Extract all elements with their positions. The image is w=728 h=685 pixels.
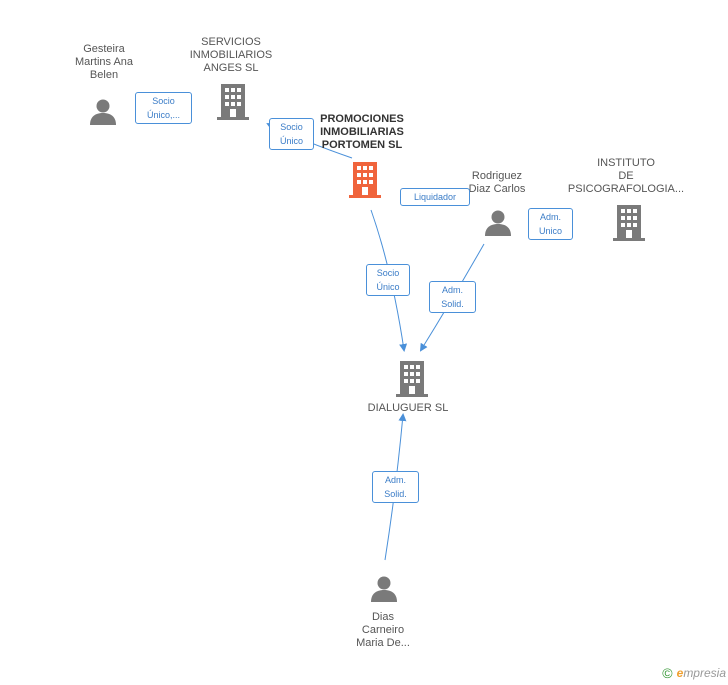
edge-label-line: Unico (538, 226, 562, 236)
edge-label-adm-unico[interactable]: Adm. Unico (528, 208, 573, 240)
footer-brand: © empresia (662, 665, 726, 681)
person-icon[interactable] (483, 209, 513, 237)
edge-label-line: Solid. (384, 489, 407, 499)
edge-label-line: Liquidador (413, 192, 457, 202)
building-icon[interactable] (217, 84, 249, 120)
node-label-line: PORTOMEN SL (321, 139, 403, 151)
node-label-dialuguer: DIALUGUER SL (352, 402, 464, 415)
brand-rest: mpresia (683, 666, 726, 680)
node-label-line: PSICOGRAFOLOGIA... (567, 183, 685, 195)
edge-label-line: Socio (152, 96, 175, 106)
node-label-line: DIALUGUER SL (367, 402, 449, 414)
node-label-servicios: SERVICIOS INMOBILIARIOS ANGES SL (175, 36, 287, 75)
edge-label-line: Adm. (384, 475, 406, 485)
node-label-line: INSTITUTO (597, 157, 655, 169)
node-label-line: INMOBILIARIOS (189, 49, 273, 61)
node-label-line: INMOBILIARIAS (320, 126, 404, 138)
edge-label-line: Único,... (146, 110, 180, 120)
edge-label-line: Único (279, 136, 303, 146)
node-label-promociones: PROMOCIONES INMOBILIARIAS PORTOMEN SL (302, 113, 422, 152)
node-label-line: SERVICIOS (201, 36, 261, 48)
edge-label-socio-unico[interactable]: Socio Único (366, 264, 410, 296)
node-label-instituto: INSTITUTO DE PSICOGRAFOLOGIA... (565, 157, 687, 196)
node-label-line: Martins Ana (74, 56, 134, 68)
brand-initial: e (676, 666, 684, 680)
node-label-line: Maria De... (356, 637, 410, 649)
building-icon[interactable] (349, 162, 381, 198)
building-icon[interactable] (396, 361, 428, 397)
node-label-line: Rodriguez (471, 170, 523, 182)
node-label-line: ANGES SL (203, 62, 259, 74)
node-label-line: DE (618, 170, 634, 182)
building-icon[interactable] (613, 205, 645, 241)
node-label-line: Dias (371, 611, 394, 623)
edge-label-liquidador[interactable]: Liquidador (400, 188, 470, 206)
person-icon[interactable] (88, 98, 118, 126)
edge-label-line: Socio (280, 122, 303, 132)
edge-label-socio-unico[interactable]: Socio Único (269, 118, 314, 150)
edge-label-socio-unico[interactable]: Socio Único,... (135, 92, 192, 124)
edge-label-line: Adm. (441, 285, 463, 295)
node-label-line: Belen (89, 69, 119, 81)
edge-label-line: Solid. (441, 299, 464, 309)
edge-label-line: Adm. (539, 212, 561, 222)
edge-label-line: Socio (376, 268, 400, 278)
node-label-rodriguez: Rodriguez Diaz Carlos (448, 170, 546, 196)
edge-label-line: Único (376, 282, 400, 292)
empresia-logo: empresia (677, 666, 726, 680)
node-label-line: PROMOCIONES (320, 113, 404, 125)
node-label-dias: Dias Carneiro Maria De... (334, 611, 432, 650)
node-label-line: Carneiro (361, 624, 405, 636)
edge-label-adm-solid[interactable]: Adm. Solid. (372, 471, 419, 503)
copyright-symbol: © (662, 665, 673, 681)
edge-label-adm-solid[interactable]: Adm. Solid. (429, 281, 476, 313)
node-label-line: Gesteira (83, 43, 125, 55)
person-icon[interactable] (369, 575, 399, 603)
node-label-line: Diaz Carlos (468, 183, 526, 195)
node-label-gesteira: Gesteira Martins Ana Belen (55, 43, 153, 82)
